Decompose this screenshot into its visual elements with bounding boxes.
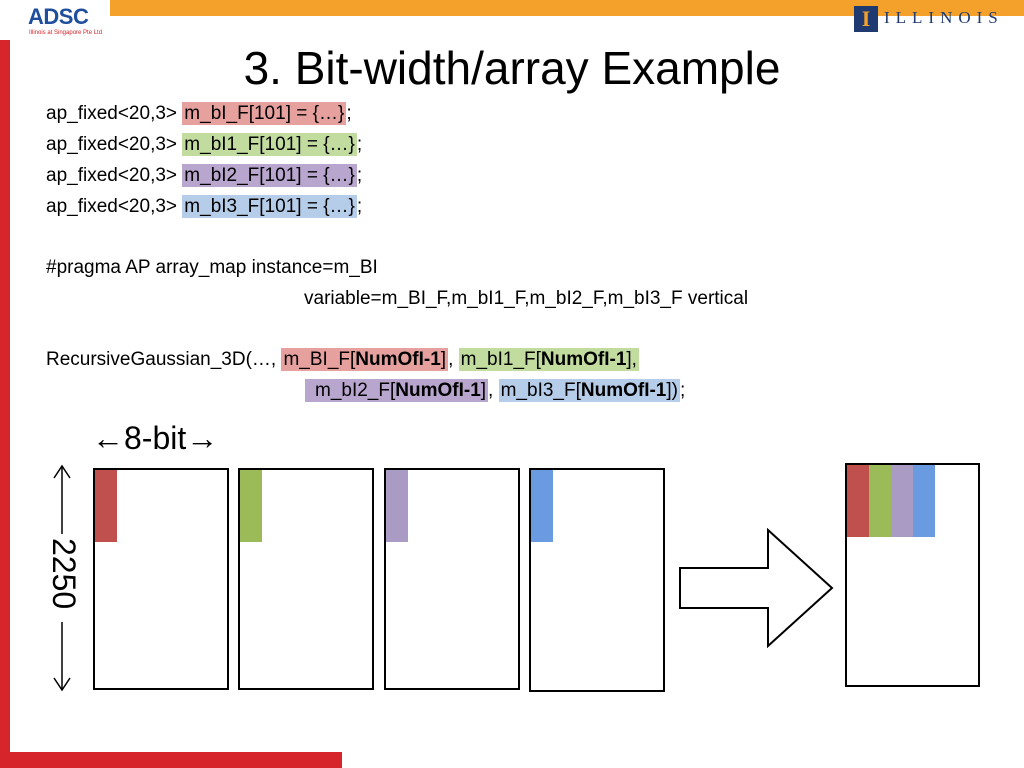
declaration-end: ; <box>346 103 352 124</box>
code-declaration-2: ap_fixed<20,3> m_bI1_F[101] = {…}; <box>46 133 362 157</box>
bit-column-blue <box>531 470 553 542</box>
bit-column-red <box>95 470 117 542</box>
call-separator: , <box>448 349 459 370</box>
code-declaration-3: ap_fixed<20,3> m_bI2_F[101] = {…}; <box>46 164 362 188</box>
array-height-label: 2250 <box>40 464 90 692</box>
pragma-line-2: variable=m_BI_F,m_bI1_F,m_bI2_F,m_bI3_F … <box>304 288 749 309</box>
declaration-type: ap_fixed<20,3> <box>46 196 183 217</box>
adsc-logo-text: ADSC <box>28 4 89 29</box>
call-arg-blue: m_bI3_F[NumOfI-1]) <box>498 379 680 402</box>
merged-column-green <box>869 465 891 537</box>
top-accent-bar <box>110 0 1024 16</box>
merged-column-blue <box>913 465 935 537</box>
call-arg-purple: m_bI2_F[NumOfI-1] <box>305 379 489 402</box>
code-declaration-1: ap_fixed<20,3> m_bI_F[101] = {…}; <box>46 102 352 126</box>
declaration-end: ; <box>356 134 363 155</box>
call-separator: , <box>488 380 499 401</box>
declaration-type: ap_fixed<20,3> <box>46 134 183 155</box>
declaration-end: ; <box>356 196 363 217</box>
top-accent-bar-inner <box>150 16 1024 36</box>
call-end: ; <box>679 380 686 401</box>
height-arrow-icon <box>53 464 71 692</box>
bit-width-label: ←8-bit→ <box>92 420 219 456</box>
declaration-name-blue: m_bI3_F[101] = {…} <box>182 195 357 218</box>
declaration-end: ; <box>356 165 363 186</box>
right-arrow-icon <box>679 528 834 648</box>
call-arg-red: m_BI_F[NumOfI-1] <box>281 348 449 371</box>
array-box-red <box>93 468 229 690</box>
illinois-logo-text: ILLINOIS <box>884 8 1004 27</box>
pragma-line-1: #pragma AP array_map instance=m_BI <box>46 257 378 278</box>
declaration-type: ap_fixed<20,3> <box>46 165 183 186</box>
illinois-mark-icon: I <box>854 6 878 32</box>
function-call-line-1: RecursiveGaussian_3D(…, m_BI_F[NumOfI-1]… <box>46 348 639 372</box>
merged-column-purple <box>891 465 913 537</box>
array-box-green <box>238 468 374 690</box>
illinois-logo: I ILLINOIS <box>854 4 1022 34</box>
array-box-blue <box>529 468 665 692</box>
page-title: 3. Bit-width/array Example <box>243 42 781 94</box>
height-value: 2250 <box>46 538 82 610</box>
array-box-purple <box>384 468 520 690</box>
adsc-logo: ADSC Illinois at Singapore Pte Ltd <box>28 4 128 44</box>
bottom-accent-bar <box>0 752 342 768</box>
declaration-name-green: m_bI1_F[101] = {…} <box>182 133 357 156</box>
function-name: RecursiveGaussian_3D(…, <box>46 349 282 370</box>
function-call-line-2: m_bI2_F[NumOfI-1], m_bI3_F[NumOfI-1]); <box>305 379 685 403</box>
adsc-logo-tagline: Illinois at Singapore Pte Ltd <box>29 30 103 36</box>
merged-array-box <box>845 463 980 687</box>
merged-column-red <box>847 465 869 537</box>
declaration-name-red: m_bI_F[101] = {…} <box>182 102 347 125</box>
bit-column-green <box>240 470 262 542</box>
declaration-type: ap_fixed<20,3> <box>46 103 183 124</box>
code-declaration-4: ap_fixed<20,3> m_bI3_F[101] = {…}; <box>46 195 362 219</box>
declaration-name-purple: m_bI2_F[101] = {…} <box>182 164 357 187</box>
bit-column-purple <box>386 470 408 542</box>
left-accent-bar-inner <box>10 40 22 752</box>
call-arg-green: m_bI1_F[NumOfI-1], <box>458 348 639 371</box>
